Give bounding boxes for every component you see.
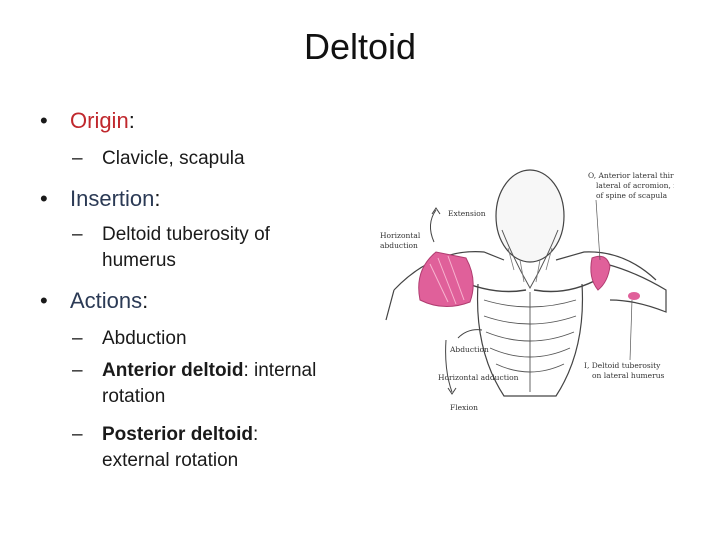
origin-label-1: O, Anterior lateral third of clavicle, bbox=[588, 171, 674, 180]
abduction-arrow bbox=[457, 329, 483, 339]
abduction-label: Abduction bbox=[449, 345, 489, 354]
insertion-item-text: Deltoid tuberosity of humerus bbox=[102, 224, 270, 271]
action-item-posterior: – Posterior deltoid: external rotation bbox=[72, 422, 302, 474]
origin-label-3: of spine of scapula bbox=[596, 191, 668, 200]
origin-colon: : bbox=[128, 108, 135, 133]
dash-glyph: – bbox=[72, 424, 83, 445]
insertion-label-2: on lateral humerus bbox=[592, 371, 665, 380]
clavicle bbox=[453, 277, 601, 293]
head-shape bbox=[495, 169, 565, 263]
anterior-deltoid-text: : internal rotation bbox=[102, 360, 317, 407]
bullet-insertion: • Insertion: bbox=[40, 186, 161, 212]
insertion-marker bbox=[628, 292, 640, 300]
horizontal-abduction-label-1: Horizontal bbox=[380, 231, 421, 240]
anterior-deltoid-label: Anterior deltoid bbox=[102, 360, 244, 381]
right-arm bbox=[385, 263, 667, 321]
action-item-anterior: – Anterior deltoid: internal rotation bbox=[72, 358, 332, 410]
origin-heading: Origin bbox=[70, 108, 129, 133]
insertion-label-1: I, Deltoid tuberosity bbox=[584, 361, 661, 370]
dash-glyph: – bbox=[72, 224, 83, 245]
origin-item: – Clavicle, scapula bbox=[72, 146, 362, 172]
ribcage-outline bbox=[476, 283, 584, 397]
origin-item-text: Clavicle, scapula bbox=[102, 148, 245, 169]
bullet-dot: • bbox=[40, 288, 48, 313]
deltoid-figure: O, Anterior lateral third of clavicle, l… bbox=[374, 160, 720, 420]
dash-glyph: – bbox=[72, 148, 83, 169]
bullet-dot: • bbox=[40, 108, 48, 133]
insertion-item: – Deltoid tuberosity of humerus bbox=[72, 222, 372, 274]
action-item-abduction: – Abduction bbox=[72, 326, 362, 352]
actions-heading: Actions bbox=[70, 288, 143, 313]
origin-leader bbox=[595, 199, 601, 261]
horizontal-abduction-label-2: abduction bbox=[380, 241, 418, 250]
deltoid-illustration: O, Anterior lateral third of clavicle, l… bbox=[380, 169, 720, 412]
insertion-heading: Insertion bbox=[70, 186, 155, 211]
action-abduction-text: Abduction bbox=[102, 328, 187, 349]
face-hair bbox=[501, 229, 559, 290]
insertion-leader bbox=[629, 299, 633, 361]
deltoid-fibers-left bbox=[429, 255, 465, 305]
deltoid-muscle-right bbox=[590, 255, 611, 291]
horizontal-adduction-label: Horizontal adduction bbox=[438, 373, 519, 382]
ribs bbox=[483, 292, 577, 392]
posterior-deltoid-label: Posterior deltoid bbox=[102, 424, 253, 445]
origin-label-2: lateral of acromion, inferior edge bbox=[596, 181, 674, 190]
bullet-dot: • bbox=[40, 186, 48, 211]
actions-colon: : bbox=[142, 288, 149, 313]
bullet-origin: • Origin: bbox=[40, 108, 135, 134]
insertion-colon: : bbox=[154, 186, 161, 211]
extension-arrowhead bbox=[431, 207, 441, 215]
slide-title: Deltoid bbox=[303, 26, 417, 67]
flexion-arrowhead bbox=[447, 387, 457, 395]
flexion-arrow bbox=[445, 339, 453, 393]
bullet-actions: • Actions: bbox=[40, 288, 148, 314]
dash-glyph: – bbox=[72, 360, 83, 381]
extension-arrow bbox=[430, 209, 437, 243]
flexion-label: Flexion bbox=[450, 403, 478, 412]
dash-glyph: – bbox=[72, 328, 83, 349]
hair-lines bbox=[507, 247, 553, 283]
posterior-deltoid-text: : external rotation bbox=[102, 424, 259, 471]
extension-label: Extension bbox=[448, 209, 486, 218]
